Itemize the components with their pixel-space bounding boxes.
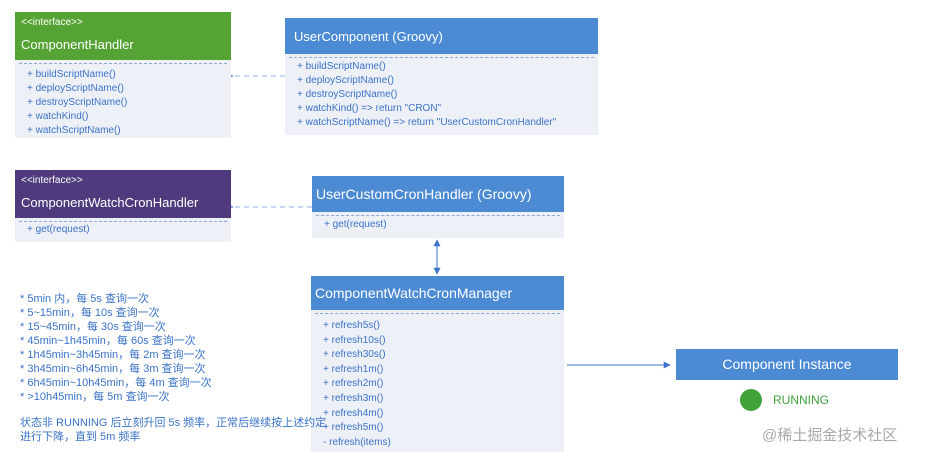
method-item: + get(request) (27, 224, 90, 235)
component-handler-methods: + buildScriptName() + deployScriptName() +… (15, 60, 231, 138)
component-handler-stereotype: <<interface>> (21, 17, 83, 28)
method-item: + refresh2m() (323, 378, 384, 390)
divider (289, 57, 594, 58)
watch-cron-manager-methods: + refresh5s() + refresh10s() + refresh30s(… (311, 310, 564, 452)
schedule-line: * 45min~1h45min，每 60s 查询一次 (20, 335, 196, 347)
watch-cron-handler-title: ComponentWatchCronHandler (21, 195, 199, 210)
schedule-line: * 1h45min~3h45min，每 2m 查询一次 (20, 349, 206, 361)
method-item: + destroyScriptName() (27, 97, 128, 108)
user-custom-cron-handler-title: UserCustomCronHandler (Groovy) (316, 186, 532, 202)
method-item: + destroyScriptName() (297, 89, 398, 100)
schedule-line: * 6h45min~10h45min，每 4m 查询一次 (20, 377, 212, 389)
method-item: - refresh(items) (323, 436, 391, 448)
method-item: + watchScriptName() (27, 125, 121, 136)
divider (19, 63, 227, 64)
component-handler-header: <<interface>> ComponentHandler (15, 12, 231, 60)
watch-cron-manager-header: ComponentWatchCronManager (311, 276, 564, 310)
schedule-line: * 5~15min，每 10s 查询一次 (20, 307, 160, 319)
component-handler-title: ComponentHandler (21, 37, 134, 52)
method-item: + refresh1m() (323, 363, 384, 375)
user-component-methods: + buildScriptName() + deployScriptName() +… (285, 54, 598, 135)
method-item: + watchKind() => return "CRON" (297, 103, 442, 114)
user-component-title: UserComponent (Groovy) (294, 29, 443, 44)
schedule-line: * >10h45min，每 5m 查询一次 (20, 391, 170, 403)
method-item: + deployScriptName() (297, 75, 394, 86)
divider (316, 215, 560, 216)
watch-cron-handler-box[interactable]: <<interface>> ComponentWatchCronHandler … (15, 170, 231, 242)
method-item: + watchKind() (27, 111, 89, 122)
watch-cron-manager-box[interactable]: ComponentWatchCronManager + refresh5s()+… (311, 276, 564, 452)
running-status-label: RUNNING (773, 393, 829, 407)
method-item: + watchScriptName() => return "UserCusto… (297, 117, 557, 128)
method-item: + refresh4m() (323, 407, 384, 419)
method-item: + deployScriptName() (27, 83, 124, 94)
method-item: + refresh30s() (323, 349, 386, 361)
running-status-icon (740, 389, 762, 411)
method-item: + refresh3m() (323, 393, 384, 404)
user-custom-cron-handler-methods: + get(request) (312, 212, 564, 238)
method-item: + buildScriptName() (27, 69, 116, 80)
schedule-line: * 5min 内，每 5s 查询一次 (20, 293, 149, 305)
watermark: @稀土掘金技术社区 (762, 427, 898, 444)
divider (19, 221, 227, 222)
user-component-header: UserComponent (Groovy) (285, 18, 598, 54)
schedule-footer-note: 状态非 RUNNING 后立刻升回 5s 频率，正常后继续按上述约定进行下降，直… (20, 417, 327, 443)
user-custom-cron-handler-header: UserCustomCronHandler (Groovy) (312, 176, 564, 212)
schedule-notes: * 5min 内，每 5s 查询一次 * 5~15min，每 10s 查询一次 * … (20, 292, 212, 404)
watch-cron-handler-stereotype: <<interface>> (21, 175, 83, 186)
watch-cron-handler-methods: + get(request) (15, 218, 231, 242)
schedule-line: * 15~45min，每 30s 查询一次 (20, 321, 166, 333)
user-custom-cron-handler-box[interactable]: UserCustomCronHandler (Groovy) + get(req… (312, 176, 564, 238)
component-instance-box[interactable]: Component Instance (676, 349, 898, 380)
component-handler-box[interactable]: <<interface>> ComponentHandler + buildSc… (15, 12, 231, 138)
method-item: + refresh5s() (323, 320, 380, 331)
watch-cron-manager-title: ComponentWatchCronManager (315, 285, 513, 301)
method-item: + refresh5m() (323, 422, 384, 434)
schedule-line: * 3h45min~6h45min，每 3m 查询一次 (20, 363, 206, 375)
watch-cron-handler-header: <<interface>> ComponentWatchCronHandler (15, 170, 231, 218)
method-item: + get(request) (324, 219, 387, 230)
method-item: + refresh10s() (323, 334, 386, 346)
method-item: + buildScriptName() (297, 61, 386, 72)
divider (315, 313, 560, 314)
user-component-box[interactable]: UserComponent (Groovy) + buildScriptName… (285, 18, 598, 135)
